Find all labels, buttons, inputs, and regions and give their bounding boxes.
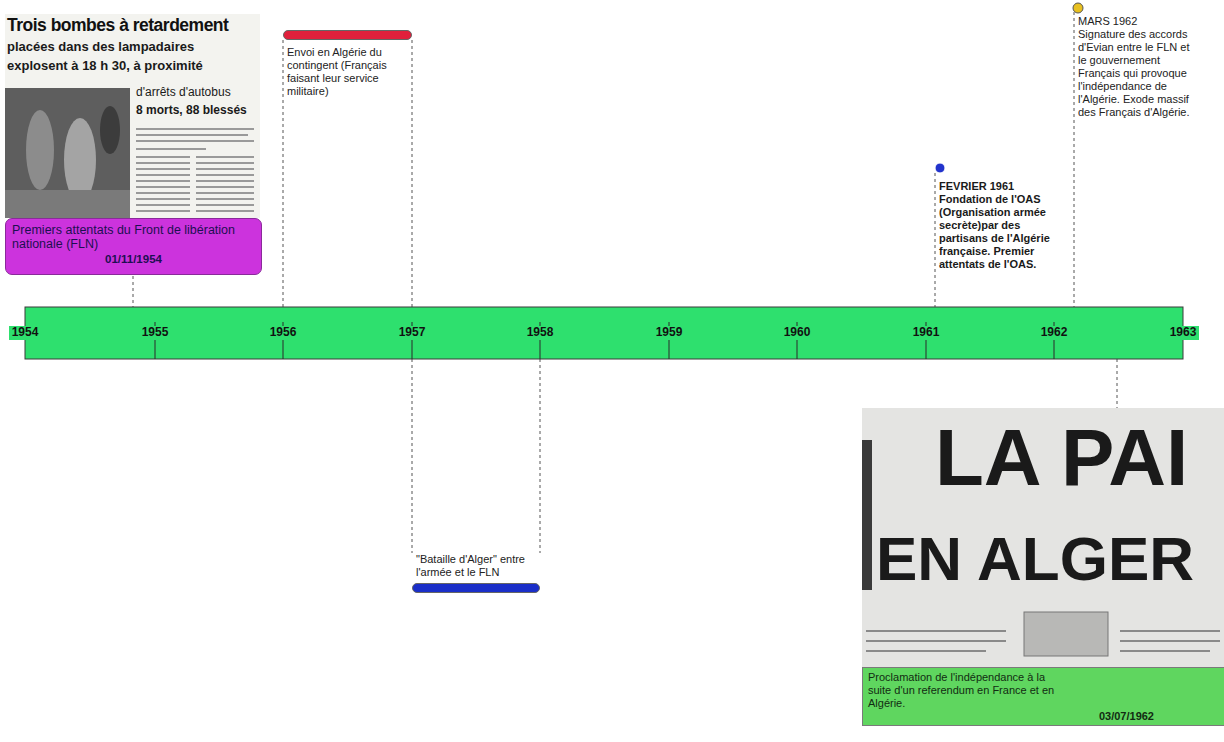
newspaper-headline: LA PAI (935, 418, 1217, 498)
year-label: 1954 (9, 326, 42, 340)
newspaper-subhead: 8 morts, 88 blessés (136, 104, 258, 118)
print-fragment (862, 440, 872, 590)
period-bar: "Bataille d'Alger" entre l'armée et le F… (412, 553, 540, 593)
year-label: 1956 (267, 326, 300, 340)
event-text: Proclamation de l'indépendance à la suit… (868, 671, 1068, 710)
event-text: Premiers attentats du Front de libératio… (12, 223, 255, 251)
newspaper-photo-2 (862, 408, 1224, 668)
event-note: FEVRIER 1961Fondation de l'OAS (Organisa… (939, 180, 1067, 271)
event-detail: 01/11/1954 (12, 253, 255, 265)
event-detail: Fondation de l'OAS (Organisation armée s… (939, 193, 1067, 271)
newspaper-ground (862, 408, 1224, 668)
newspaper-headline: EN ALGER (876, 528, 1216, 590)
newspaper-column (866, 630, 1220, 652)
event-text: "Bataille d'Alger" entre l'armée et le F… (416, 553, 528, 579)
event-dot (1073, 3, 1083, 13)
period-bar: Envoi en Algérie du contingent (Français… (283, 30, 412, 98)
year-label: 1957 (396, 326, 429, 340)
newspaper-subhead: explosent à 18 h 30, à proximité (7, 59, 259, 74)
year-label: 1961 (910, 326, 943, 340)
period-bar-shape (412, 583, 540, 593)
event-box: Premiers attentats du Front de libératio… (5, 218, 262, 275)
photo-ground (5, 190, 130, 218)
event-detail: Signature des accords d'Evian entre le F… (1078, 28, 1190, 119)
leader-line (1117, 359, 1118, 408)
photo-figure (64, 118, 96, 202)
photo-figure (26, 110, 54, 190)
leader-line (412, 40, 413, 307)
newspaper-ground (5, 14, 260, 218)
event-dot (935, 163, 945, 173)
newspaper-column (136, 128, 254, 212)
year-label: 1958 (524, 326, 557, 340)
year-label: 1962 (1038, 326, 1071, 340)
year-label: 1960 (781, 326, 814, 340)
leader-line (935, 173, 936, 307)
newspaper-headline: Trois bombes à retardement (7, 15, 259, 35)
event-box: Proclamation de l'indépendance à la suit… (862, 667, 1224, 726)
newspaper-subhead: placées dans des lampadaires (7, 40, 259, 55)
newspaper-clipping (5, 14, 260, 218)
year-label: 1959 (653, 326, 686, 340)
stamp (1024, 612, 1108, 656)
newspaper-photo (5, 88, 130, 218)
event-text: FEVRIER 1961 (939, 180, 1067, 193)
leader-line (540, 359, 541, 553)
axis-bar (25, 307, 1183, 359)
axis-ticks (155, 322, 1054, 359)
year-label: 1963 (1167, 326, 1200, 340)
event-note: MARS 1962Signature des accords d'Evian e… (1078, 15, 1190, 119)
event-text: MARS 1962 (1078, 15, 1190, 28)
leader-line (412, 359, 413, 553)
leader-line (133, 276, 134, 307)
leader-line (1074, 12, 1075, 307)
timeline-axis (25, 307, 1183, 359)
photo-figure (100, 106, 120, 154)
event-detail: 03/07/1962 (868, 710, 1218, 722)
newspaper-subhead: d'arrêts d'autobus (136, 86, 258, 100)
year-label: 1955 (139, 326, 172, 340)
leader-line (283, 40, 284, 307)
period-bar-shape (283, 30, 412, 40)
event-text: Envoi en Algérie du contingent (Français… (287, 46, 399, 98)
